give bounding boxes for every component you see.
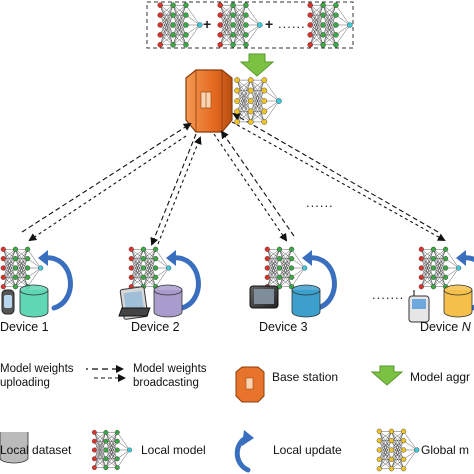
device-n-label: Device N: [420, 320, 471, 334]
device-1-label: Device 1: [0, 320, 49, 334]
link-device-n-up: [232, 112, 439, 233]
devices-layer: [0, 246, 474, 323]
communication-links: [21, 112, 446, 246]
device-3-local-model-icon: [264, 246, 308, 290]
link-device-2-down: [157, 136, 202, 245]
local-update-icon: [302, 250, 337, 311]
device-3-label: Device 3: [259, 320, 308, 334]
broadcast-link-device-1: [28, 135, 187, 242]
device-1-local-model-icon: [0, 246, 44, 290]
link-device-3-down: [213, 133, 288, 242]
legend-aggregation-arrow-icon: [370, 365, 404, 386]
legend-base-station-label: Base station: [272, 370, 339, 384]
base-station-icon: [185, 69, 233, 133]
legend-local-update-label: Local update: [273, 443, 342, 457]
link-device-n-down: [231, 121, 446, 241]
legend-local-update-icon: [234, 430, 254, 473]
device-2-local-model-icon: [128, 246, 172, 290]
global-model-icon: [234, 77, 282, 125]
legend-local-model-icon: [91, 429, 133, 471]
legend-local-dataset-label: Local dataset: [0, 443, 72, 457]
device-1: [0, 246, 73, 318]
link-device-3-up: [220, 130, 295, 237]
device-2-label: Device 2: [131, 320, 180, 334]
desktop-computer-icon: [118, 285, 279, 317]
legend-icons: [0, 365, 420, 473]
top-ellipsis: ......: [278, 16, 306, 31]
dataset-cylinder-icon: [291, 284, 321, 318]
legend-global-model-label: Global m: [421, 443, 470, 457]
local-update-icon: [166, 250, 201, 311]
plus-operator-1: +: [203, 16, 212, 32]
smartwatch-icon: [1, 289, 15, 315]
device-ellipsis: .......: [372, 287, 405, 302]
dataset-cylinder-icon: [443, 284, 473, 318]
plus-operator-2: +: [265, 16, 274, 32]
local-update-icon: [38, 250, 73, 311]
aggregated-local-models-box: [146, 1, 354, 49]
dataset-cylinder-icon: [19, 284, 49, 318]
dataset-cylinder-icon: [153, 284, 183, 318]
legend-upload-arrow-dash: [88, 366, 112, 372]
device-n: [418, 246, 474, 318]
device-n-local-model-icon: [418, 246, 462, 290]
legend-base-station-icon: [235, 366, 265, 403]
device-2: [128, 246, 201, 318]
top-local-model-n: [307, 2, 353, 48]
top-local-model-1: [157, 2, 203, 48]
legend-local-model-label: Local model: [141, 443, 206, 457]
link-device-2-up: [150, 133, 197, 246]
mobile-phone-icon: [408, 290, 430, 323]
legend-aggregation-label: Model aggr: [410, 370, 471, 384]
legend-global-model-icon: [376, 428, 420, 472]
upload-link-device-1: [21, 122, 192, 233]
legend-dataset-cylinder-icon: [0, 432, 29, 464]
middle-ellipsis: ......: [306, 195, 334, 210]
local-update-icon: [456, 250, 474, 311]
models-layer: [234, 77, 282, 125]
aggregation-arrow-icon: [239, 53, 275, 77]
top-local-model-2: [217, 2, 263, 48]
